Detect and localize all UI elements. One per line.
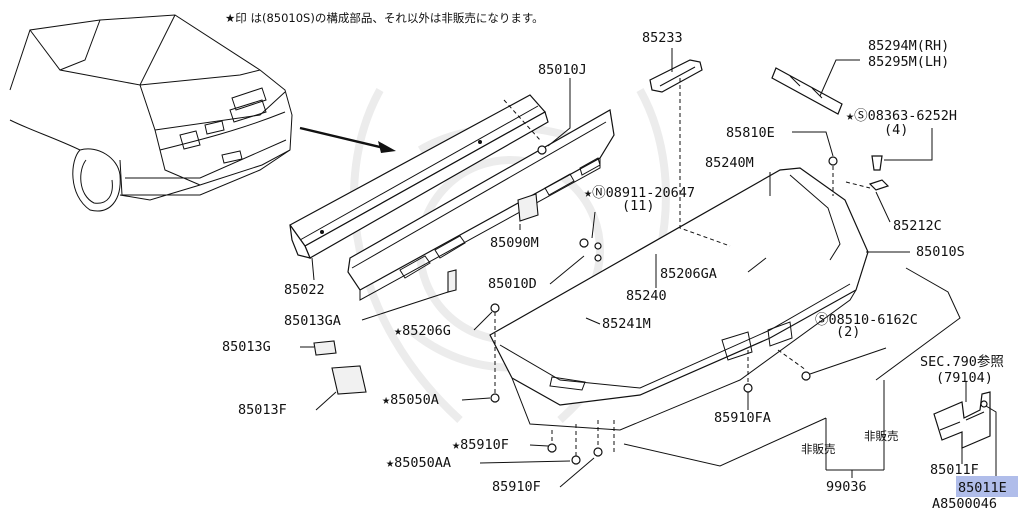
vehicle-rear-illustration [9, 14, 293, 212]
bracket-85090M [517, 193, 539, 222]
label-08510[interactable]: Ⓢ08510-6162C [815, 312, 918, 328]
label-85090M[interactable]: 85090M [490, 235, 539, 251]
bracket-85233 [649, 59, 703, 93]
label-79104: (79104) [936, 370, 993, 386]
label-85206GA[interactable]: 85206GA [660, 266, 717, 282]
small-parts [313, 269, 457, 395]
label-85050AA[interactable]: ★85050AA [386, 455, 451, 471]
label-85810E[interactable]: 85810E [726, 125, 775, 141]
label-85910F[interactable]: 85910F [492, 479, 541, 495]
label-08911-qty: (11) [622, 198, 655, 214]
fasteners [490, 145, 890, 465]
bumper-fascia-85010S [489, 167, 869, 431]
label-85212C[interactable]: 85212C [893, 218, 942, 234]
label-not-for-sale-1: 非販売 [801, 442, 836, 456]
label-85010S[interactable]: 85010S [916, 244, 965, 260]
label-08911[interactable]: ★Ⓝ08911-20647 [584, 185, 695, 201]
label-08510-qty: (2) [836, 324, 860, 340]
labels: ★印 は(85010S)の構成部品、それ以外は非販売になります。 85233 8… [222, 11, 1007, 510]
label-85910FA[interactable]: 85910FA [714, 410, 771, 426]
label-85022[interactable]: 85022 [284, 282, 325, 298]
label-85013F[interactable]: 85013F [238, 402, 287, 418]
leader-lines [300, 48, 997, 488]
label-85233[interactable]: 85233 [642, 30, 683, 46]
label-85295M[interactable]: 85295M(LH) [868, 54, 949, 70]
diagram-code: A8500046 [932, 496, 997, 510]
label-85294M[interactable]: 85294M(RH) [868, 38, 949, 54]
label-85011E[interactable]: 85011E [958, 480, 1007, 496]
label-85013G[interactable]: 85013G [222, 339, 271, 355]
label-08363-qty: (4) [884, 122, 908, 138]
label-85240M[interactable]: 85240M [705, 155, 754, 171]
label-85910F-star[interactable]: ★85910F [452, 437, 509, 453]
highlight-box [956, 476, 1018, 497]
reinforcement-bar-85022 [289, 94, 549, 259]
label-85010J[interactable]: 85010J [538, 62, 587, 78]
label-85010D[interactable]: 85010D [488, 276, 537, 292]
label-not-for-sale-2: 非販売 [864, 429, 899, 443]
direction-arrow [299, 126, 396, 153]
label-08363[interactable]: ★Ⓢ08363-6252H [846, 108, 957, 124]
label-85050A[interactable]: ★85050A [382, 392, 439, 408]
label-85240[interactable]: 85240 [626, 288, 667, 304]
label-85241M[interactable]: 85241M [602, 316, 651, 332]
retainer-85294M [771, 67, 843, 115]
absorber-85010J [347, 109, 615, 301]
hitch-bracket-79104 [933, 391, 991, 449]
label-99036[interactable]: 99036 [826, 479, 867, 495]
header-note: ★印 は(85010S)の構成部品、それ以外は非販売になります。 [225, 11, 544, 25]
label-85013GA[interactable]: 85013GA [284, 313, 341, 329]
strips-99036 [623, 267, 961, 467]
label-sec790[interactable]: SEC.790参照 [920, 353, 1004, 370]
label-85011F[interactable]: 85011F [930, 462, 979, 478]
dashed-leaders [494, 78, 871, 456]
label-85206G[interactable]: ★85206G [394, 323, 451, 339]
